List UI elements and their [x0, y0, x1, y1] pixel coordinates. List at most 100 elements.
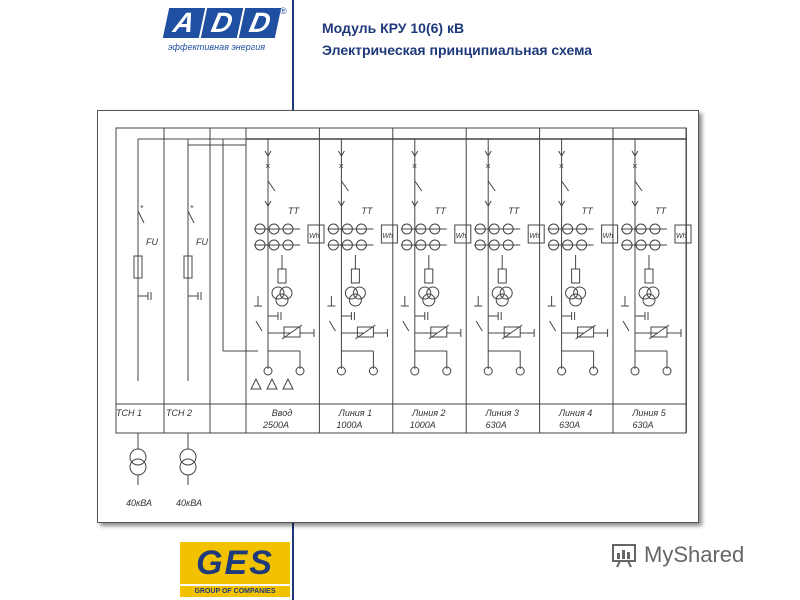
meter-box [307, 224, 325, 244]
breaker-mark: × [485, 161, 490, 171]
meter-label: Wh [309, 233, 320, 240]
divider-line-top [292, 0, 294, 110]
fuse-label: FU [146, 237, 158, 247]
ct-label: ТТ [655, 206, 667, 216]
breaker-mark: × [265, 161, 270, 171]
ges-wordmark: GES [180, 542, 290, 584]
cable-terminal [483, 366, 493, 376]
voltage-transformer-coil [426, 286, 440, 300]
aux-switch-mark: * [190, 204, 194, 213]
voltage-transformer-coil [573, 286, 587, 300]
logo-letter: A [162, 7, 206, 38]
cell-current-label: 1000А [336, 420, 362, 430]
title-line-1: Модуль КРУ 10(6) кВ [322, 20, 465, 36]
voltage-transformer-coil [348, 293, 362, 307]
cell-name-label: Ввод [272, 408, 293, 418]
fuse-symbol [183, 255, 193, 279]
voltage-transformer-coil [565, 286, 579, 300]
arrester-arrow [355, 324, 376, 340]
meter-box [674, 224, 692, 244]
breaker-mark: × [632, 161, 637, 171]
plug-contact [631, 150, 639, 157]
cable-terminal [368, 366, 378, 376]
breaker-blade [340, 180, 349, 192]
cable-terminal [662, 366, 672, 376]
vt-fuse [277, 268, 287, 284]
ct-label: ТТ [361, 206, 373, 216]
aux-name-label: ТСН 2 [166, 408, 192, 418]
cell-current-label: 1000А [410, 420, 436, 430]
cable-terminal [515, 366, 525, 376]
cell-name-label: Линия 4 [558, 408, 592, 418]
ct-label: ТТ [508, 206, 520, 216]
voltage-transformer-coil [495, 293, 509, 307]
surge-arrester [503, 326, 521, 338]
meter-label: Wh [603, 233, 614, 240]
vt-fuse [644, 268, 654, 284]
cell-current-label: 2500А [262, 420, 289, 430]
surge-arrester [650, 326, 668, 338]
vt-fuse [350, 268, 360, 284]
plug-contact [484, 200, 492, 207]
cable-terminal [336, 366, 346, 376]
earth-switch-blade [475, 320, 483, 332]
plug-contact [264, 200, 272, 207]
vt-fuse [424, 268, 434, 284]
plug-contact [337, 200, 345, 207]
registered-mark: ® [280, 6, 287, 16]
watermark-text: MyShared [644, 542, 745, 567]
breaker-blade [487, 180, 496, 192]
meter-box [454, 224, 472, 244]
logo-letter: D [200, 7, 244, 38]
earth-switch-blade [255, 320, 263, 332]
cable-terminal [442, 366, 452, 376]
cable-terminal [557, 366, 567, 376]
voltage-transformer-coil [418, 286, 432, 300]
incoming-terminal [250, 377, 262, 390]
earth-switch-blade [328, 320, 336, 332]
cell-current-label: 630А [559, 420, 580, 430]
ct-label: ТТ [288, 206, 300, 216]
logo-letter: D [238, 7, 282, 38]
breaker-blade [561, 180, 570, 192]
breaker-mark: × [559, 161, 564, 171]
surge-arrester [283, 326, 301, 338]
aux-transformer-coil [179, 448, 197, 466]
earth-switch-blade [549, 320, 557, 332]
meter-box [380, 224, 398, 244]
ct-label: ТТ [582, 206, 594, 216]
voltage-transformer-coil [271, 286, 285, 300]
title-line-2: Электрическая принципиальная схема [322, 42, 593, 58]
voltage-transformer-coil [344, 286, 358, 300]
vt-fuse [497, 268, 507, 284]
voltage-transformer-coil [569, 293, 583, 307]
breaker-mark: × [412, 161, 417, 171]
voltage-transformer-coil [646, 286, 660, 300]
breaker-mark: × [338, 161, 343, 171]
incoming-terminal [282, 377, 294, 390]
cable-terminal [630, 366, 640, 376]
aux-power-label: 40кВА [126, 498, 152, 508]
voltage-transformer-coil [275, 293, 289, 307]
surge-arrester [356, 326, 374, 338]
earth-switch-blade [402, 320, 410, 332]
aux-switch-blade [187, 210, 195, 224]
voltage-transformer-coil [499, 286, 513, 300]
myshared-watermark: MyShared [610, 540, 744, 570]
aux-switch-blade [137, 210, 145, 224]
ges-logo: GES GROUP OF COMPANIES [180, 542, 290, 598]
meter-label: Wh [456, 233, 467, 240]
surge-arrester [430, 326, 448, 338]
plug-contact [631, 200, 639, 207]
meter-box [601, 224, 619, 244]
arrester-arrow [648, 324, 670, 340]
incoming-terminal [266, 377, 278, 390]
plug-contact [484, 150, 492, 157]
arrester-arrow [575, 324, 596, 340]
aux-name-label: ТСН 1 [116, 408, 142, 418]
ges-subtitle: GROUP OF COMPANIES [180, 586, 290, 597]
presentation-icon [612, 544, 636, 568]
arrester-arrow [501, 324, 523, 340]
